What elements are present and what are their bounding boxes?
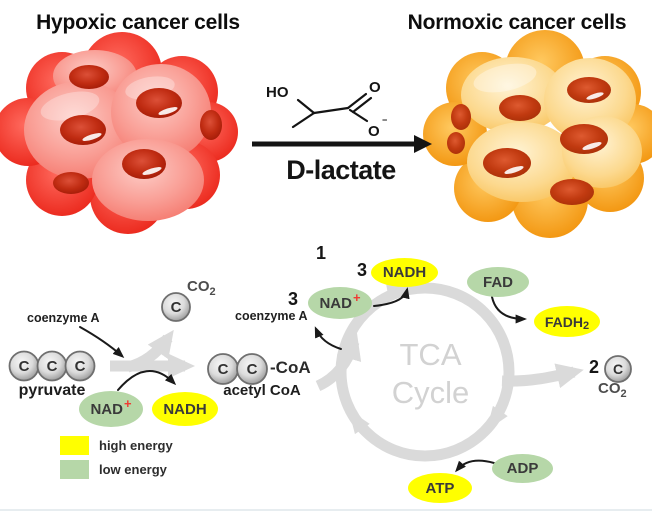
fadh2-sub: 2 [583,319,590,332]
co2-right-label: CO2 [598,380,627,400]
co2-branch-arrow [126,329,174,373]
co2-left-label: CO2 [187,278,216,298]
d-lactate-structure [291,92,373,129]
tca-cycle-title: TCA Cycle [363,336,498,412]
tca-cycle-ring [335,282,515,462]
pyruvate-label: pyruvate [18,382,86,399]
reaction-arrow [252,135,432,153]
nad-to-nadh-left-arrow [117,370,177,391]
legend-item-low-energy: low energy [60,460,173,479]
nadh-left-text: NADH [163,400,207,418]
carboxylate-oxygen-label: O [368,123,380,140]
hypoxic-title: Hypoxic cancer cells [36,11,240,34]
atp-text: ATP [425,479,455,497]
co2-count-number: 2 [589,357,600,377]
co2-left-carbon: C [171,299,182,316]
fadh2-text: FADH [544,313,583,330]
hydroxyl-label: HO [266,84,289,101]
nad-to-nadh-cycle-arrow [373,287,410,307]
nad-plus-left-pill: NAD+ [79,391,143,427]
fad-to-fadh2-arrow [491,296,527,324]
nadh-left-pill: NADH [152,392,218,426]
coenzyme-a-left-label: coenzyme A [27,311,100,325]
nad-left-text: NAD [90,400,123,418]
nad-count-number: 3 [288,289,299,309]
acetyl-carbon-1: C [218,361,229,378]
co2-right-carbon: C [613,361,623,377]
co2-right-base: CO [598,380,621,397]
adp-text: ADP [506,460,539,477]
negative-charge-label: − [382,115,387,125]
acetyl-carbon-2: C [247,361,258,378]
co2-left-sub: 2 [209,286,216,298]
tca-line1: TCA [399,337,462,372]
cofactor-arrows [79,287,527,473]
co2-right-sub: 2 [620,388,627,400]
nad-cycle-text: NAD [319,294,352,312]
nad-cycle-plus: + [352,289,361,305]
atp-pill: ATP [408,473,472,503]
nadh-cycle-pill: NADH [371,258,438,287]
ring-arrowhead-bottom-right [486,405,508,431]
pyruvate-carbon-1: C [19,358,30,375]
low-energy-label: low energy [99,462,167,477]
low-energy-swatch [60,460,89,479]
carbonyl-oxygen-label: O [369,79,381,96]
co2-left-base: CO [187,278,210,295]
fad-text: FAD [483,273,513,291]
coenzyme-a-cycle-label: coenzyme A [235,309,308,323]
coenzyme-a-in-arrow [79,326,125,358]
high-energy-swatch [60,436,89,455]
pyruvate-carbon-2: C [47,358,58,375]
nadh-cycle-text: NADH [382,264,427,281]
nad-left-plus: + [123,395,132,411]
nad-plus-cycle-pill: NAD+ [308,287,372,319]
legend: high energy low energy [60,436,173,479]
adp-pill: ADP [492,454,553,483]
d-lactate-label: D-lactate [286,155,396,185]
ring-arrowhead-bottom-left [348,409,370,435]
pyruvate-carbon-3: C [75,358,86,375]
step-one-number: 1 [316,243,327,263]
normoxic-title: Normoxic cancer cells [407,11,627,34]
coa-suffix-label: -CoA [270,358,311,377]
carbon-circles: C C C C C C C [8,292,632,385]
legend-item-high-energy: high energy [60,436,173,455]
coenzyme-a-out-arrow [314,326,342,350]
bottom-divider [0,509,652,511]
hypoxic-cells-illustration [0,32,238,234]
fad-pill: FAD [467,267,529,297]
adp-to-atp-arrow [455,459,495,473]
normoxic-cells-illustration [423,30,652,238]
nadh-count-number: 3 [357,260,368,280]
acetyl-coa-label: acetyl CoA [223,382,301,399]
high-energy-label: high energy [99,438,173,453]
tca-line2: Cycle [391,374,470,410]
